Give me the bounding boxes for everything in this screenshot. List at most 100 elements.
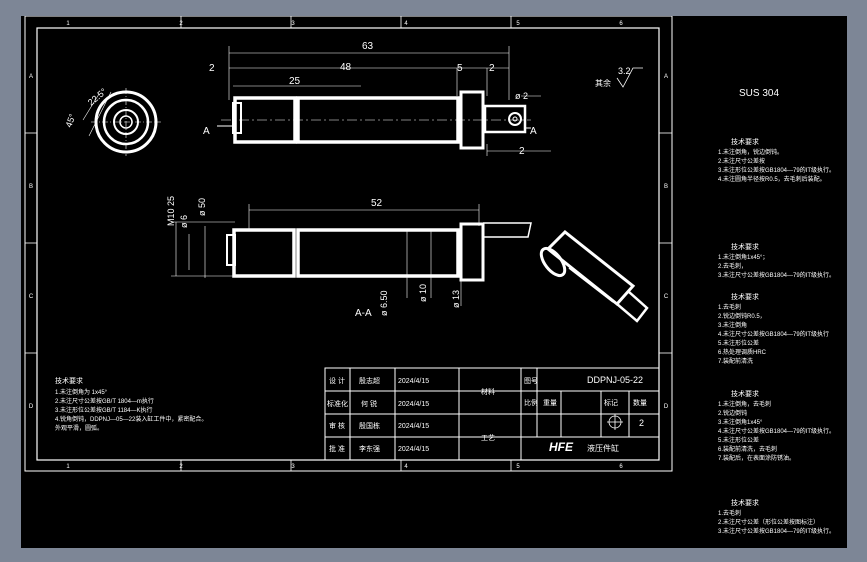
side-notes-line: 2.锐边倒钝R0.5， [718, 312, 766, 320]
side-notes-line: 7.装配前清洗 [718, 357, 753, 365]
zone-label-top-2: 2 [179, 21, 183, 27]
dim-section-dia-2: ø 10 [418, 284, 428, 302]
tb-scale-label: 比例 [524, 398, 538, 407]
tb-name: 殷志超 [359, 376, 380, 385]
side-notes-title: 技术要求 [731, 137, 759, 146]
tb-date: 2024/4/15 [398, 423, 429, 430]
section-view-label: A-A [355, 308, 372, 319]
side-notes-line: 7.装配后，在表面涂防锈油。 [718, 454, 795, 462]
tb-material-label: 材料 [481, 387, 495, 396]
tb-company-logo: HFE [549, 440, 574, 454]
tb-role: 批 准 [329, 444, 345, 453]
zone-label-bottom-2: 2 [179, 464, 183, 470]
zone-label-top-6: 6 [619, 21, 623, 27]
isometric-view [539, 229, 649, 323]
side-notes-title: 技术要求 [731, 389, 759, 398]
section-mark-right: A [530, 126, 537, 137]
tb-weight-label: 重量 [543, 399, 557, 407]
cad-viewport[interactable]: 1 2 3 4 5 6 1 2 3 4 5 6 A B C D A B C D … [21, 16, 847, 548]
dim-right-gap: 2 [489, 63, 495, 74]
zone-label-right-b: B [664, 184, 668, 190]
side-notes-line: 6.热处理调质HRC [718, 348, 767, 356]
side-notes-line: 1.未注倒角1x45°； [718, 253, 768, 261]
dim-cap: 5 [457, 63, 463, 74]
dim-bore-1: ø 6 [179, 215, 189, 228]
tb-role: 设 计 [329, 376, 345, 385]
tb-date: 2024/4/15 [398, 378, 429, 385]
zone-label-top-4: 4 [404, 21, 408, 27]
dim-thread-depth: 25 [166, 196, 176, 206]
zone-label-top-5: 5 [516, 21, 520, 27]
tb-role: 审 核 [329, 421, 345, 430]
end-view-angle-2: 22.5° [86, 86, 109, 107]
zone-label-bottom-3: 3 [291, 464, 295, 470]
left-notes-line: 1.未注倒角为 1x45° [55, 388, 108, 396]
outer-frame [24, 16, 673, 472]
side-notes-line: 1.未注倒角，去毛刺 [718, 400, 771, 408]
side-notes-title: 技术要求 [731, 292, 759, 301]
roughness-symbol [616, 67, 643, 88]
zone-label-top-1: 1 [66, 21, 70, 27]
top-view [217, 46, 551, 156]
side-notes-line: 1.未注倒角，锐边倒钝。 [718, 148, 783, 156]
zone-label-left-b: B [29, 184, 33, 190]
tb-date: 2024/4/15 [398, 401, 429, 408]
zone-label-left-d: D [29, 404, 34, 410]
tb-drawing-no: DDPNJ-05-22 [587, 375, 643, 385]
zone-label-bottom-4: 4 [404, 464, 408, 470]
side-notes-line: 3.未注倒角1x45° [718, 418, 763, 426]
tb-mark-label: 标记 [604, 398, 618, 407]
side-notes-line: 2.锐边倒钝 [718, 409, 747, 417]
zone-label-right-c: C [664, 294, 669, 300]
tb-name: 李东强 [359, 444, 380, 453]
section-view [171, 204, 532, 306]
side-notes-line: 3.未注尺寸公差按GB1804—79的IT级执行。 [718, 271, 835, 279]
dim-section-length: 52 [371, 198, 383, 209]
tb-quantity: 2 [639, 418, 644, 428]
side-notes-line: 3.未注形位公差按GB1804—79的IT级执行。 [718, 166, 835, 174]
dim-bottom-gap: 2 [519, 146, 525, 157]
side-notes-line: 3.未注倒角 [718, 321, 747, 329]
end-view [82, 88, 161, 156]
roughness-label: 其余 [595, 78, 611, 88]
side-notes-title: 技术要求 [731, 242, 759, 251]
side-notes-line: 2.未注尺寸公差（形位公差按图标注） [718, 518, 819, 526]
zone-label-left-c: C [29, 294, 34, 300]
dim-bore-2: ø 50 [197, 198, 207, 216]
dim-section-dia-3: ø 13 [451, 290, 461, 308]
side-notes-line: 4.未注尺寸公差按GB1804—79的IT级执行。 [718, 427, 835, 435]
dim-left-gap: 2 [209, 63, 215, 74]
tb-name: 何 锐 [361, 399, 377, 408]
end-view-angle-1: 45° [63, 112, 77, 129]
left-notes-line: 3.未注形位公差按GB/T 1184—K执行 [55, 406, 152, 414]
dim-thread: M10 [166, 208, 176, 226]
dim-pin-dia: ø 2 [515, 91, 528, 101]
side-notes-line: 2.未注尺寸公差按 [718, 157, 765, 165]
left-notes-line: 2.未注尺寸公差按GB/T 1804—m执行 [55, 397, 154, 405]
dim-overall: 63 [362, 41, 374, 52]
side-notes-line: 2.去毛刺， [718, 262, 747, 270]
side-notes-line: 1.去毛刺 [718, 303, 741, 311]
title-block [324, 367, 660, 461]
left-notes-line: 4.锐角倒钝，DDPNJ—05—22装入缸工件中，紧密配合。 [55, 415, 207, 423]
left-notes-line: 外观平滑，圆弧。 [55, 424, 103, 432]
zone-label-top-3: 3 [291, 21, 295, 27]
side-notes-line: 5.未注形位公差 [718, 339, 759, 347]
dim-section-dia-1: ø 6.50 [379, 290, 389, 316]
left-notes-title: 技术要求 [55, 376, 83, 385]
side-notes-line: 3.未注尺寸公差按GB1804—79的IT级执行。 [718, 527, 835, 535]
tb-quantity-label: 数量 [633, 398, 647, 407]
side-notes-line: 5.未注形位公差 [718, 436, 759, 444]
zone-label-bottom-1: 1 [66, 464, 70, 470]
section-mark-left: A [203, 126, 210, 137]
side-notes-line: 1.去毛刺 [718, 509, 741, 517]
tb-date: 2024/4/15 [398, 446, 429, 453]
zone-label-left-a: A [29, 74, 33, 80]
zone-label-bottom-6: 6 [619, 464, 623, 470]
side-notes-title: 技术要求 [731, 498, 759, 507]
roughness-value: 3.2 [618, 66, 631, 76]
zone-ticks [25, 16, 672, 471]
tb-role: 标准化 [327, 399, 348, 408]
dim-inner: 25 [289, 76, 301, 87]
dim-body-length: 48 [340, 62, 352, 73]
